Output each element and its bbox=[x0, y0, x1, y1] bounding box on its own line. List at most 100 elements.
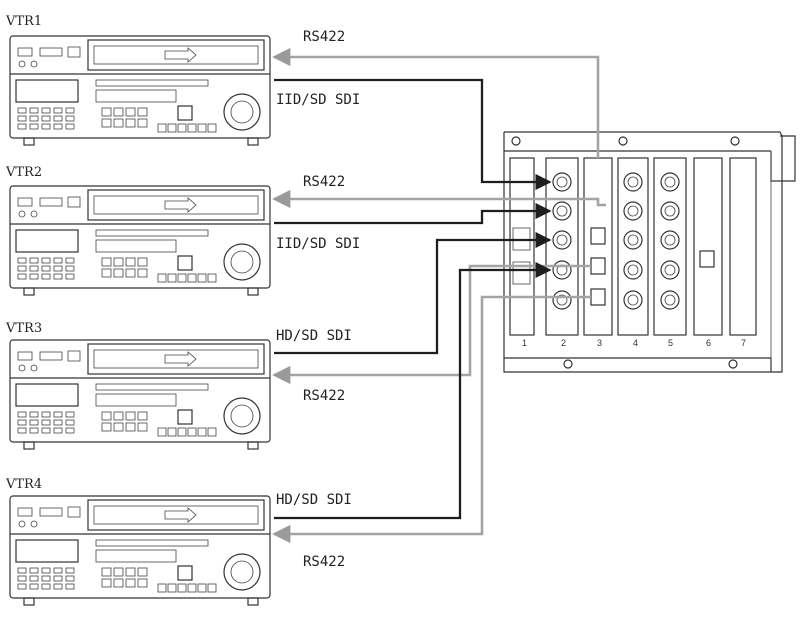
transport-button bbox=[177, 427, 187, 437]
slot-1-panel bbox=[509, 157, 535, 336]
key bbox=[17, 257, 27, 264]
bnc-connector bbox=[552, 201, 572, 221]
slot-number-1: 1 bbox=[522, 338, 527, 348]
indicator-led bbox=[18, 364, 26, 372]
transport-button bbox=[157, 273, 167, 283]
jog-shuttle-dial bbox=[223, 553, 261, 591]
key bbox=[29, 567, 39, 574]
indicator-led bbox=[30, 364, 38, 372]
key bbox=[53, 411, 63, 418]
sdi-cable-vtr4 bbox=[274, 261, 552, 520]
bnc-connector-core bbox=[664, 205, 676, 217]
transport-button bbox=[197, 427, 207, 437]
slot-number-5: 5 bbox=[668, 338, 673, 348]
rs422-port bbox=[590, 257, 606, 275]
transport-button bbox=[167, 123, 177, 133]
key bbox=[53, 567, 63, 574]
vtr-4: VTR4 bbox=[5, 477, 271, 606]
key bbox=[53, 265, 63, 272]
key bbox=[125, 422, 136, 432]
transport-button bbox=[167, 273, 177, 283]
key bbox=[113, 567, 124, 577]
jog-shuttle-dial bbox=[223, 93, 261, 131]
key bbox=[41, 575, 51, 582]
transport-button bbox=[207, 583, 217, 593]
time-display bbox=[95, 549, 177, 563]
key bbox=[41, 567, 51, 574]
key bbox=[137, 422, 148, 432]
bnc-connector bbox=[623, 260, 643, 280]
link-label-vtr4-sdi: HD/SD SDI bbox=[276, 492, 352, 508]
transport-button bbox=[207, 123, 217, 133]
rs422-cable-vtr1 bbox=[272, 47, 600, 158]
deck-foot bbox=[247, 287, 259, 296]
key bbox=[17, 115, 27, 122]
key bbox=[41, 107, 51, 114]
key bbox=[101, 411, 112, 421]
power-switch bbox=[17, 47, 33, 57]
indicator-led bbox=[30, 60, 38, 68]
key bbox=[53, 273, 63, 280]
bnc-connector-core bbox=[627, 176, 639, 188]
bnc-connector bbox=[660, 172, 680, 192]
key bbox=[125, 107, 136, 117]
key bbox=[17, 107, 27, 114]
time-display bbox=[95, 89, 177, 103]
key bbox=[113, 411, 124, 421]
indicator-led bbox=[18, 210, 26, 218]
link-label-vtr2-sdi: IID/SD SDI bbox=[276, 236, 360, 252]
key bbox=[17, 575, 27, 582]
key bbox=[53, 123, 63, 130]
time-display bbox=[95, 239, 177, 253]
bnc-connector bbox=[660, 260, 680, 280]
transport-button bbox=[177, 273, 187, 283]
power-switch bbox=[17, 197, 33, 207]
stop-button bbox=[177, 565, 193, 581]
rs422-cables bbox=[272, 47, 606, 544]
meter-strip bbox=[95, 539, 209, 547]
bnc-connector bbox=[552, 172, 572, 192]
transport-button bbox=[157, 427, 167, 437]
deck-chassis bbox=[9, 495, 271, 599]
key bbox=[101, 107, 112, 117]
key bbox=[29, 427, 39, 434]
slot-number-6: 6 bbox=[706, 338, 711, 348]
link-label-vtr3-rs422: RS422 bbox=[303, 388, 345, 404]
key bbox=[65, 567, 75, 574]
card-frame: 1 2 3 4 5 6 7 bbox=[503, 131, 796, 373]
jog-inner-ring bbox=[230, 250, 254, 274]
key bbox=[137, 118, 148, 128]
lcd-display bbox=[15, 79, 79, 103]
cassette-slot bbox=[87, 343, 265, 375]
link-label-vtr2-rs422: RS422 bbox=[303, 174, 345, 190]
key bbox=[101, 578, 112, 588]
key bbox=[101, 118, 112, 128]
slot-3-panel bbox=[583, 157, 613, 336]
frame-screw bbox=[563, 359, 573, 369]
key bbox=[29, 107, 39, 114]
frame-screw bbox=[728, 359, 738, 369]
key bbox=[29, 411, 39, 418]
bnc-connector-core bbox=[556, 205, 568, 217]
power-switch bbox=[17, 507, 33, 517]
transport-button bbox=[197, 273, 207, 283]
key bbox=[17, 427, 27, 434]
key bbox=[53, 419, 63, 426]
vtr-3: VTR3 bbox=[5, 321, 271, 450]
key bbox=[53, 575, 63, 582]
cassette-door bbox=[93, 505, 259, 525]
key bbox=[137, 567, 148, 577]
transport-button bbox=[187, 273, 197, 283]
memory-card-slot bbox=[39, 47, 63, 57]
key bbox=[29, 583, 39, 590]
rs422-cable-vtr4 bbox=[272, 295, 591, 544]
bnc-connector bbox=[623, 201, 643, 221]
transport-button bbox=[177, 583, 187, 593]
eject-arrow-icon bbox=[164, 507, 197, 523]
key bbox=[41, 411, 51, 418]
slot-5-panel bbox=[653, 157, 687, 336]
key bbox=[65, 575, 75, 582]
transport-button bbox=[157, 583, 167, 593]
slot-number-3: 3 bbox=[597, 338, 602, 348]
